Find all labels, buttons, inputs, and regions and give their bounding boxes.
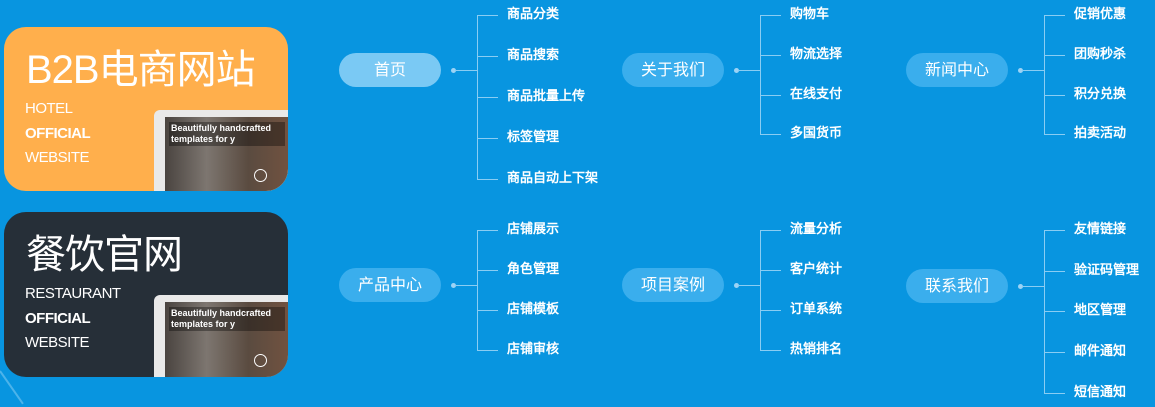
- branch-line: [477, 350, 498, 351]
- branch-line: [760, 134, 781, 135]
- connector-dot: [734, 283, 739, 288]
- branch-line: [477, 270, 498, 271]
- play-icon: [254, 354, 267, 367]
- branch-line: [1044, 230, 1065, 231]
- branch-trunk: [1044, 230, 1045, 394]
- branch-line: [760, 310, 781, 311]
- menu-item[interactable]: 积分兑换: [1074, 87, 1127, 102]
- connector-line: [455, 70, 477, 71]
- menu-item[interactable]: 标签管理: [507, 130, 560, 145]
- nav-pill-2[interactable]: 新闻中心: [906, 53, 1008, 87]
- branch-line: [760, 55, 781, 56]
- menu-item[interactable]: 流量分析: [790, 222, 843, 237]
- menu-item[interactable]: 角色管理: [507, 262, 560, 277]
- menu-item[interactable]: 购物车: [790, 7, 830, 22]
- menu-item[interactable]: 店铺模板: [507, 302, 560, 317]
- card-subtitle-line: RESTAURANT: [25, 285, 121, 302]
- website-preview-image: Beautifully handcrafted templates for y: [154, 295, 288, 377]
- menu-item[interactable]: 拍卖活动: [1074, 126, 1127, 141]
- nav-pill-0[interactable]: 首页: [339, 53, 441, 87]
- branch-trunk: [760, 230, 761, 351]
- branch-line: [477, 230, 498, 231]
- nav-pill-3[interactable]: 产品中心: [339, 268, 441, 302]
- menu-item[interactable]: 多国货币: [790, 126, 843, 141]
- connector-dot: [1018, 284, 1023, 289]
- menu-item[interactable]: 订单系统: [790, 302, 843, 317]
- connector-line: [455, 285, 477, 286]
- play-icon: [254, 169, 267, 182]
- branch-line: [477, 15, 498, 16]
- branch-trunk: [1044, 15, 1045, 135]
- menu-item[interactable]: 店铺审核: [507, 342, 560, 357]
- connector-line: [1022, 286, 1044, 287]
- menu-item[interactable]: 商品分类: [507, 7, 560, 22]
- connector-dot: [734, 68, 739, 73]
- card-title: B2B电商网站: [26, 48, 256, 92]
- branch-line: [760, 15, 781, 16]
- connector-dot: [451, 68, 456, 73]
- branch-trunk: [760, 15, 761, 135]
- branch-line: [477, 97, 498, 98]
- menu-item[interactable]: 商品搜索: [507, 48, 560, 63]
- menu-item[interactable]: 地区管理: [1074, 303, 1127, 318]
- branch-line: [477, 56, 498, 57]
- branch-line: [1044, 15, 1065, 16]
- branch-line: [760, 230, 781, 231]
- branch-line: [1044, 393, 1065, 394]
- card-restaurant[interactable]: 餐饮官网 RESTAURANT OFFICIAL WEBSITE Beautif…: [4, 212, 288, 377]
- branch-line: [760, 350, 781, 351]
- branch-line: [1044, 95, 1065, 96]
- branch-line: [477, 310, 498, 311]
- connector-line: [738, 285, 760, 286]
- branch-line: [760, 270, 781, 271]
- card-subtitle-line: OFFICIAL: [25, 309, 91, 327]
- branch-line: [477, 179, 498, 180]
- menu-item[interactable]: 物流选择: [790, 47, 843, 62]
- menu-item[interactable]: 邮件通知: [1074, 344, 1127, 359]
- connector-dot: [1018, 68, 1023, 73]
- branch-line: [1044, 311, 1065, 312]
- card-subtitle-line: HOTEL: [25, 100, 73, 117]
- branch-line: [1044, 352, 1065, 353]
- menu-item[interactable]: 短信通知: [1074, 385, 1127, 400]
- branch-line: [477, 138, 498, 139]
- menu-item[interactable]: 验证码管理: [1074, 263, 1140, 278]
- branch-trunk: [477, 230, 478, 351]
- connector-line: [738, 70, 760, 71]
- branch-line: [1044, 134, 1065, 135]
- menu-item[interactable]: 商品批量上传: [507, 89, 586, 104]
- card-subtitle: HOTEL OFFICIAL WEBSITE: [25, 97, 91, 171]
- card-b2b-ecommerce[interactable]: B2B电商网站 HOTEL OFFICIAL WEBSITE Beautiful…: [4, 27, 288, 191]
- card-subtitle-line: WEBSITE: [25, 149, 90, 166]
- connector-dot: [451, 283, 456, 288]
- preview-headline: Beautifully handcrafted templates for y: [169, 307, 285, 331]
- menu-item[interactable]: 商品自动上下架: [507, 171, 599, 186]
- card-subtitle-line: WEBSITE: [25, 334, 90, 351]
- preview-headline: Beautifully handcrafted templates for y: [169, 122, 285, 146]
- branch-line: [760, 95, 781, 96]
- card-title: 餐饮官网: [26, 233, 183, 277]
- website-preview-image: Beautifully handcrafted templates for y: [154, 110, 288, 191]
- menu-item[interactable]: 店铺展示: [507, 222, 560, 237]
- card-subtitle: RESTAURANT OFFICIAL WEBSITE: [25, 282, 121, 356]
- menu-item[interactable]: 促销优惠: [1074, 7, 1127, 22]
- nav-pill-5[interactable]: 联系我们: [906, 269, 1008, 303]
- nav-pill-1[interactable]: 关于我们: [622, 53, 724, 87]
- menu-item[interactable]: 团购秒杀: [1074, 47, 1127, 62]
- menu-item[interactable]: 在线支付: [790, 87, 843, 102]
- menu-item[interactable]: 热销排名: [790, 342, 843, 357]
- connector-line: [1022, 70, 1044, 71]
- card-subtitle-line: OFFICIAL: [25, 124, 91, 142]
- nav-pill-4[interactable]: 项目案例: [622, 268, 724, 302]
- branch-line: [1044, 271, 1065, 272]
- menu-item[interactable]: 客户统计: [790, 262, 843, 277]
- branch-line: [1044, 55, 1065, 56]
- menu-item[interactable]: 友情链接: [1074, 222, 1127, 237]
